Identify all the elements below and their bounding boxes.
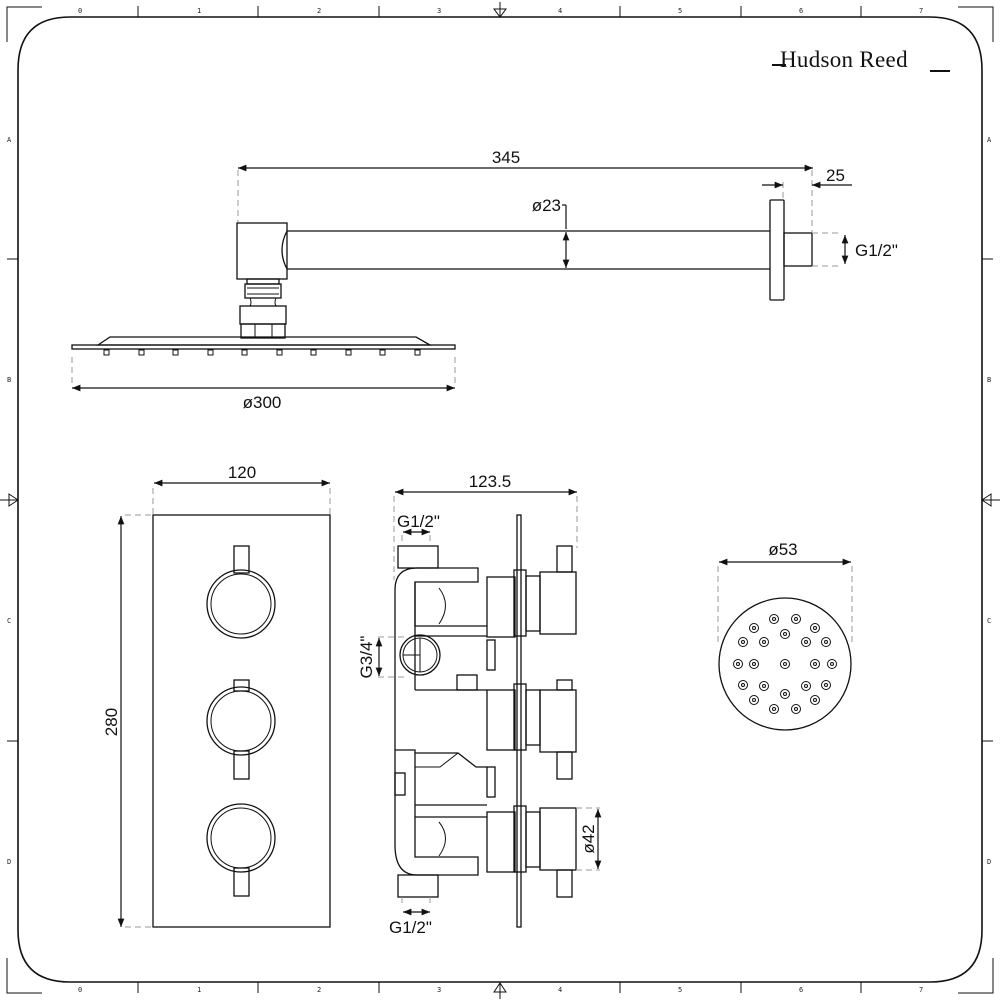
svg-text:D: D [7, 858, 11, 866]
svg-text:2: 2 [317, 7, 321, 15]
svg-text:B: B [7, 376, 11, 384]
arm-thread-label: G1/2" [855, 241, 898, 260]
svg-text:3: 3 [437, 986, 441, 994]
flange-depth-label: 25 [826, 166, 845, 185]
ruler-column-labels-bottom: 0 1 2 3 4 5 6 7 [78, 986, 923, 994]
svg-text:C: C [987, 617, 991, 625]
brand-underline-left [772, 64, 786, 66]
svg-text:5: 5 [678, 7, 682, 15]
ruler-row-labels-right: A B C D [987, 136, 992, 866]
brand-logo: Hudson Reed [780, 47, 908, 72]
svg-text:7: 7 [919, 7, 923, 15]
svg-text:3: 3 [437, 7, 441, 15]
svg-text:A: A [987, 136, 992, 144]
side-inlet-label: G3/4" [357, 636, 376, 679]
svg-text:4: 4 [558, 7, 562, 15]
valve-width-label: 120 [228, 463, 256, 482]
svg-text:A: A [7, 136, 12, 144]
svg-text:0: 0 [78, 7, 82, 15]
svg-text:4: 4 [558, 986, 562, 994]
body-jet-nozzles [733, 614, 837, 714]
tube-diameter-label: ø23 [532, 196, 561, 215]
body-jet-drawing: ø53 [717, 540, 853, 731]
arm-length-label: 345 [492, 148, 520, 167]
shower-head-nozzles [103, 349, 421, 356]
svg-text:D: D [987, 858, 991, 866]
svg-text:6: 6 [799, 986, 803, 994]
shower-arm-drawing: 345 25 ø23 G1/2" [236, 148, 898, 301]
handle-diameter-label: ø42 [579, 824, 598, 853]
svg-text:C: C [7, 617, 11, 625]
jet-diameter-label: ø53 [768, 540, 797, 559]
svg-text:7: 7 [919, 986, 923, 994]
bottom-outlet-label: G1/2" [389, 918, 432, 937]
svg-text:0: 0 [78, 986, 82, 994]
valve-side-drawing: 123.5 G1/2" G3/4" [357, 472, 602, 937]
head-diameter-label: ø300 [243, 393, 282, 412]
shower-head-drawing: ø300 [71, 278, 456, 412]
ruler-column-labels-top: 0 1 2 3 4 5 6 7 [78, 7, 923, 15]
svg-text:2: 2 [317, 986, 321, 994]
svg-text:5: 5 [678, 986, 682, 994]
ruler-row-labels-left: A B C D [7, 136, 12, 866]
svg-text:6: 6 [799, 7, 803, 15]
valve-depth-label: 123.5 [469, 472, 512, 491]
top-inlet-label: G1/2" [397, 512, 440, 531]
svg-text:1: 1 [197, 7, 201, 15]
svg-text:B: B [987, 376, 991, 384]
valve-front-drawing: 120 280 [102, 463, 331, 928]
svg-text:1: 1 [197, 986, 201, 994]
brand-underline-right [930, 70, 950, 72]
valve-height-label: 280 [102, 708, 121, 736]
